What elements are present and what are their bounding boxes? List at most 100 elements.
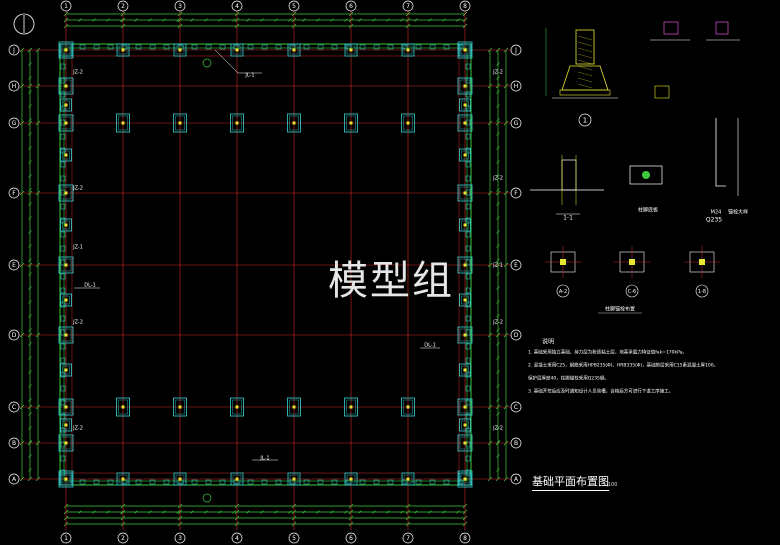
dim-tick bbox=[496, 230, 500, 234]
hatch bbox=[577, 83, 593, 89]
grid-bubble-col bbox=[60, 532, 72, 544]
dim-tick bbox=[496, 76, 500, 80]
footing-col1 bbox=[58, 256, 74, 274]
footing-j bbox=[173, 43, 187, 57]
grid-bubble-col bbox=[117, 532, 129, 544]
footing-j-inner bbox=[118, 45, 128, 55]
dim-tick bbox=[496, 342, 500, 346]
grid-label-row: J bbox=[12, 47, 15, 54]
beam-stub bbox=[60, 175, 66, 182]
pedestal bbox=[575, 29, 595, 65]
footing-label: JZ-2 bbox=[492, 426, 503, 432]
dim-tick bbox=[428, 510, 432, 514]
footing-c bbox=[344, 397, 358, 417]
detail-circle bbox=[578, 113, 592, 127]
beam-stub bbox=[60, 371, 66, 378]
footing-col1-inner bbox=[60, 79, 72, 93]
base-caption: 柱脚锚栓布置 bbox=[605, 306, 635, 313]
beam-stub bbox=[429, 44, 436, 50]
dim-tick bbox=[28, 314, 32, 318]
footing-c bbox=[173, 397, 187, 417]
dim-tick bbox=[218, 18, 222, 22]
footing-col1 bbox=[58, 41, 74, 59]
footing-g-column bbox=[349, 121, 353, 125]
footing-col8-column bbox=[463, 48, 467, 52]
dim-tick bbox=[28, 244, 32, 248]
small-detail bbox=[715, 21, 729, 35]
grid-label-col: 4 bbox=[235, 3, 239, 10]
dim-tick bbox=[386, 18, 390, 22]
grid-label-row: A bbox=[514, 476, 519, 483]
grid-label-row: H bbox=[12, 83, 17, 90]
beam-stub bbox=[107, 44, 114, 50]
north-arrow-icon bbox=[13, 13, 35, 35]
footing-c-column bbox=[349, 405, 353, 409]
footing-col1-inner bbox=[60, 258, 72, 272]
beam-label: JL-1 bbox=[259, 456, 269, 462]
dim-tick bbox=[28, 188, 32, 192]
beam-stub bbox=[465, 455, 471, 462]
dim-tick bbox=[496, 146, 500, 150]
beam-stub bbox=[465, 329, 471, 336]
footing-a-inner bbox=[460, 474, 470, 484]
footing-col1-column bbox=[64, 84, 68, 88]
dim-tick bbox=[28, 62, 32, 66]
dim-tick bbox=[176, 18, 180, 22]
dim-tick bbox=[496, 216, 500, 220]
footing-j bbox=[287, 43, 301, 57]
grid-label-row: C bbox=[514, 404, 518, 411]
dim-tick bbox=[28, 258, 32, 262]
footing-section bbox=[561, 65, 609, 91]
beam-stub bbox=[415, 44, 422, 50]
grid-label-col: 4 bbox=[235, 535, 239, 542]
beam-stub bbox=[247, 479, 254, 485]
dim-tick bbox=[496, 62, 500, 66]
beam-stub bbox=[465, 427, 471, 434]
footing-g-inner bbox=[289, 115, 299, 131]
beam-stub bbox=[465, 371, 471, 378]
beam-stub bbox=[79, 44, 86, 50]
footing-g bbox=[401, 113, 415, 133]
grid-label-col: 1 bbox=[64, 3, 68, 10]
grid-bubble-col bbox=[459, 0, 471, 12]
footing-g-inner bbox=[346, 115, 356, 131]
grid-label-col: 8 bbox=[463, 535, 467, 542]
dim-tick bbox=[274, 510, 278, 514]
footing-c-column bbox=[178, 405, 182, 409]
dim-tick bbox=[28, 412, 32, 416]
base-plan-label: 1-8 bbox=[698, 289, 706, 295]
footing-a bbox=[230, 472, 244, 486]
grid-bubble-row bbox=[510, 80, 522, 92]
beam-stub bbox=[233, 44, 240, 50]
anchor-elevation bbox=[715, 118, 726, 187]
dim-tick bbox=[274, 18, 278, 22]
grid-bubble-col bbox=[345, 0, 357, 12]
beam-stub bbox=[107, 479, 114, 485]
beam-stub bbox=[219, 479, 226, 485]
footing-g bbox=[116, 113, 130, 133]
grid-label-col: 6 bbox=[349, 535, 353, 542]
footing-side-column bbox=[463, 423, 467, 427]
grid-bubble-col bbox=[402, 0, 414, 12]
footing-side-inner bbox=[461, 420, 469, 430]
beam-stub bbox=[275, 479, 282, 485]
footing-col8 bbox=[457, 326, 473, 344]
footing-col1-column bbox=[64, 477, 68, 481]
footing-col8-column bbox=[463, 84, 467, 88]
grid-bubble-col bbox=[60, 0, 72, 12]
beam-stub bbox=[205, 44, 212, 50]
footing-side-column bbox=[64, 103, 68, 107]
grid-bubble-row bbox=[8, 187, 20, 199]
dim-tick bbox=[358, 18, 362, 22]
footing-col1-inner bbox=[60, 43, 72, 57]
grid-bubble-row bbox=[8, 80, 20, 92]
hatch bbox=[577, 77, 593, 83]
dim-tick bbox=[344, 18, 348, 22]
beam-stub bbox=[177, 479, 184, 485]
grid-bubble-row bbox=[510, 187, 522, 199]
footing-g-inner bbox=[118, 115, 128, 131]
footing-col8 bbox=[457, 470, 473, 488]
footing-col1-inner bbox=[60, 116, 72, 130]
dim-tick bbox=[28, 146, 32, 150]
dim-tick bbox=[28, 174, 32, 178]
